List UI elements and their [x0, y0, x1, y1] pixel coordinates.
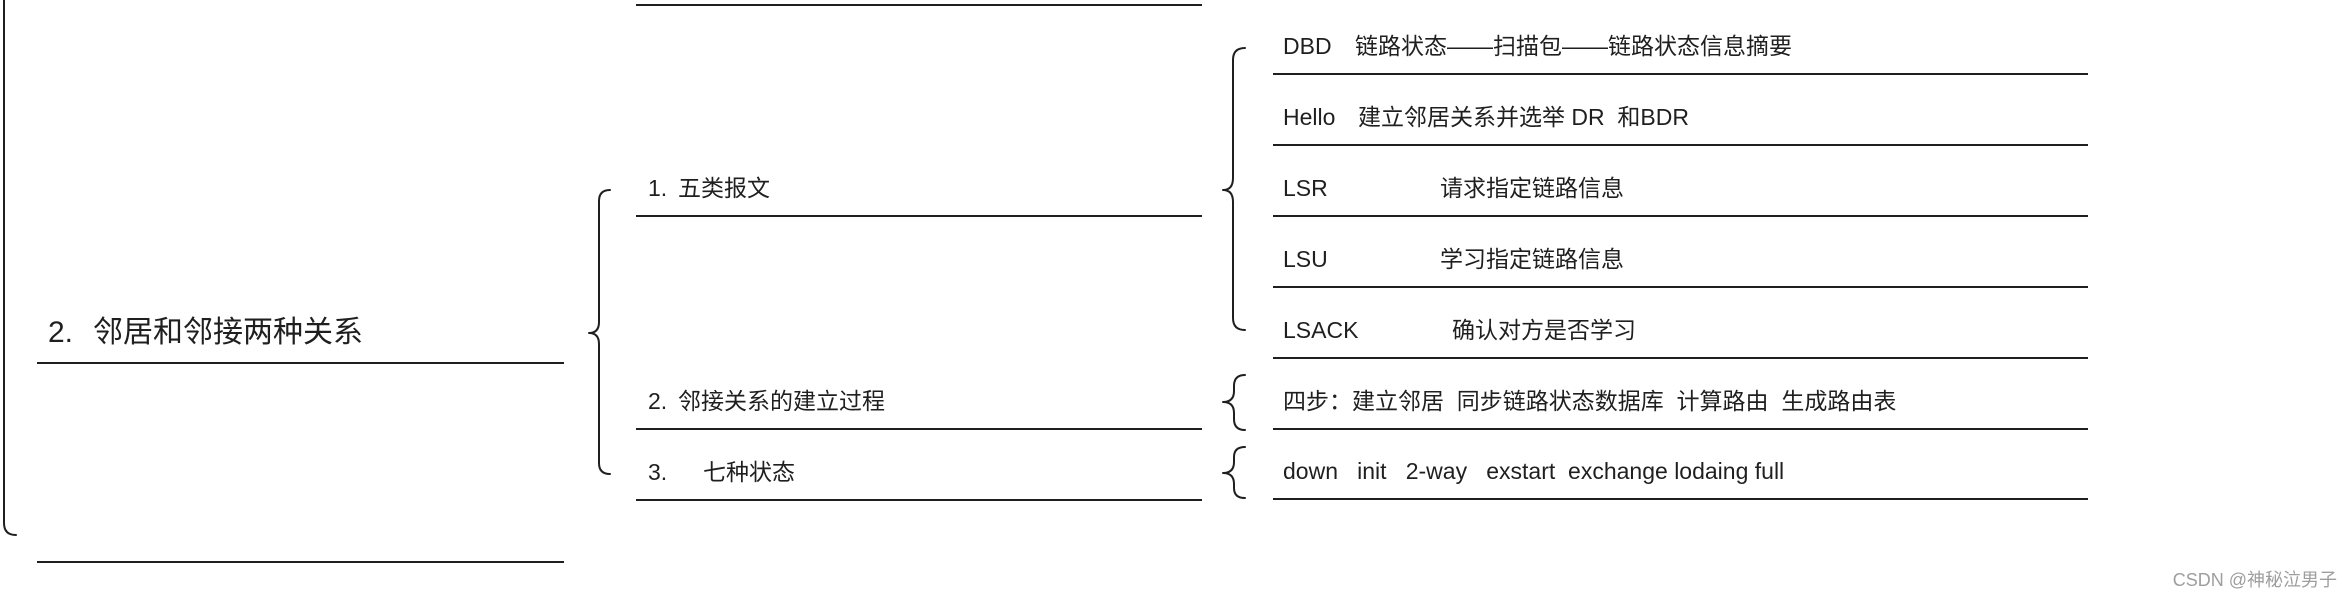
topic-label: 五类报文: [678, 175, 770, 201]
topic-text: down init 2-way exstart exchange lodaing…: [1283, 458, 1785, 484]
topic-number: 3.: [648, 459, 668, 485]
brace-root-to-branches: [588, 189, 611, 475]
packet-description: 链路状态——扫描包——链路状态信息摘要: [1355, 33, 1792, 59]
topic-root: 2. 邻居和邻接两种关系: [37, 315, 564, 364]
packet-type: LSACK: [1283, 317, 1359, 343]
brace-branch-1-children: [1222, 47, 1246, 331]
topic-number: 1.: [648, 175, 668, 201]
watermark: CSDN @神秘泣男子: [2172, 570, 2337, 590]
packet-type: LSR: [1283, 175, 1328, 201]
topic-text: 四步：建立邻居 同步链路状态数据库 计算路由 生成路由表: [1283, 388, 1897, 414]
brace-branch-2-children: [1222, 374, 1246, 431]
topic-leaf-lsr: LSR 请求指定链路信息: [1273, 173, 2088, 217]
topic-label: 邻居和邻接两种关系: [93, 316, 363, 349]
topic-leaf-dbd: DBD 链路状态——扫描包——链路状态信息摘要: [1273, 31, 2088, 75]
topic-label: 邻接关系的建立过程: [678, 388, 885, 414]
packet-description: 学习指定链路信息: [1440, 246, 1624, 272]
topic-number: 2.: [648, 388, 668, 414]
topic-number: 2.: [48, 316, 74, 349]
topic-leaf-lsack: LSACK 确认对方是否学习: [1273, 315, 2088, 359]
topic-branch-2: 2. 邻接关系的建立过程: [636, 386, 1202, 430]
packet-description: 建立邻居关系并选举 DR 和BDR: [1358, 104, 1689, 130]
brace-parent-spine: [3, 0, 17, 536]
packet-type: LSU: [1283, 246, 1328, 272]
topic-leaf-hello: Hello 建立邻居关系并选举 DR 和BDR: [1273, 102, 2088, 146]
topic-leaf-four-steps: 四步：建立邻居 同步链路状态数据库 计算路由 生成路由表: [1273, 386, 2088, 430]
topic-empty-bottom: [37, 514, 564, 563]
topic-branch-1: 1. 五类报文: [636, 173, 1202, 217]
topic-leaf-seven-states: down init 2-way exstart exchange lodaing…: [1273, 456, 2088, 500]
topic-label: 七种状态: [703, 459, 795, 485]
packet-description: 确认对方是否学习: [1452, 317, 1636, 343]
packet-type: DBD: [1283, 33, 1332, 59]
topic-leaf-lsu: LSU 学习指定链路信息: [1273, 244, 2088, 288]
brace-branch-3-children: [1222, 446, 1246, 499]
packet-type: Hello: [1283, 104, 1336, 130]
topic-branch-3: 3. 七种状态: [636, 457, 1202, 501]
topic-empty-top: [636, 0, 1202, 6]
packet-description: 请求指定链路信息: [1440, 175, 1624, 201]
